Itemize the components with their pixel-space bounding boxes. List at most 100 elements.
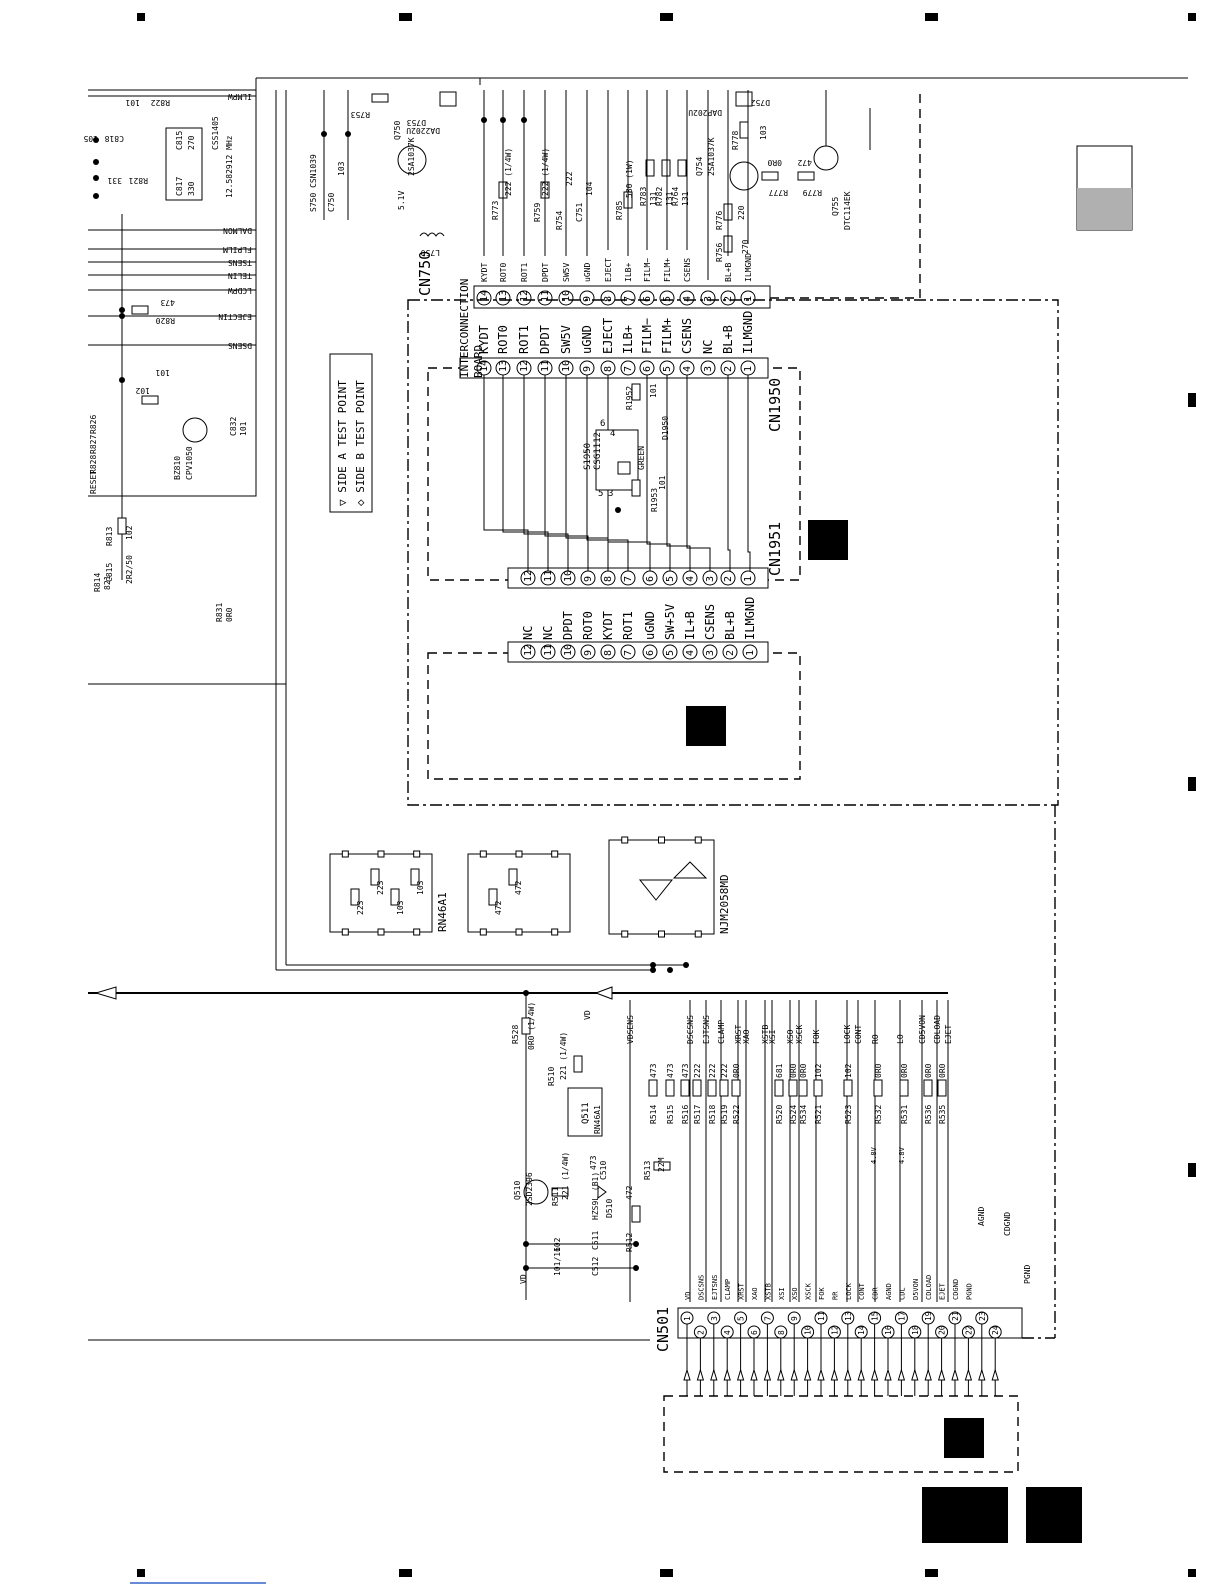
board-trace bbox=[483, 375, 529, 571]
part-value: 131 bbox=[649, 191, 658, 206]
pin-number: 4 bbox=[685, 576, 696, 582]
junction-dot bbox=[345, 131, 351, 137]
part-value: 0R0 bbox=[767, 158, 782, 167]
junction-dot bbox=[683, 962, 689, 968]
left-net-label: TELIN bbox=[228, 271, 252, 280]
bus-resistor-R536 bbox=[923, 1079, 933, 1097]
pin-number: 17 bbox=[897, 1311, 906, 1321]
board-trace bbox=[502, 375, 549, 571]
ic-value: 103 bbox=[396, 900, 405, 915]
part-value: 222 (1/4W) bbox=[504, 148, 513, 196]
left-net-label: LCDPW bbox=[228, 286, 252, 295]
pin-cn1951-1 bbox=[740, 570, 756, 586]
pin-number: 6 bbox=[600, 419, 605, 429]
part-value: 0R0 bbox=[225, 607, 234, 622]
net-label-cn750: EJECT bbox=[604, 258, 613, 282]
pin-cn1950-3 bbox=[700, 360, 716, 376]
part-ref: C815 bbox=[105, 563, 114, 582]
part-value: RN46A1 bbox=[593, 1105, 602, 1134]
part-value: 131 bbox=[665, 191, 674, 206]
net-label-cn750: DPDT bbox=[541, 263, 550, 282]
net-label-cn501: CDL bbox=[898, 1287, 906, 1300]
resistor-ref: R523 bbox=[844, 1105, 853, 1124]
ic-pin bbox=[479, 928, 487, 936]
pin-number: 9 bbox=[582, 296, 593, 302]
bus-arrow bbox=[594, 986, 613, 1000]
part-ref: R778 bbox=[731, 131, 740, 150]
signal-cn1951: ILMGND bbox=[743, 597, 757, 640]
net-label-cn501: XSCK bbox=[805, 1282, 813, 1300]
bus-resistor-R520 bbox=[774, 1079, 784, 1097]
resistor-r528 bbox=[521, 1017, 531, 1035]
part-value: 220 bbox=[737, 205, 746, 220]
resistor bbox=[645, 159, 655, 177]
part-value: 131 bbox=[681, 191, 690, 206]
net-label-cn501: DSCSNS bbox=[697, 1275, 705, 1300]
signal-arrow bbox=[884, 1368, 892, 1381]
switch-s1950 bbox=[595, 429, 639, 491]
legend-side-a: ▽ SIDE A TEST POINT bbox=[336, 380, 349, 506]
pin-number: 3 bbox=[710, 1316, 719, 1321]
pin-cn1951b-11 bbox=[540, 644, 556, 660]
signal-cn1951: IL+B bbox=[683, 611, 697, 640]
signal-arrow bbox=[991, 1368, 999, 1381]
part-ref: C511 bbox=[591, 1231, 600, 1250]
transistor-q755 bbox=[813, 145, 839, 171]
signal-cn1951: DPDT bbox=[561, 611, 575, 640]
registration-marks bbox=[130, 13, 1196, 1584]
signal-arrow bbox=[951, 1368, 959, 1381]
part-value: HZS9L (B1) bbox=[591, 1172, 600, 1220]
part-ref: R753 bbox=[351, 110, 370, 119]
resistor-value: 0R0 bbox=[789, 1063, 798, 1078]
net-label-cn501: RR bbox=[831, 1291, 839, 1300]
resistor-r777 bbox=[761, 171, 779, 181]
resistor-ref: R536 bbox=[924, 1105, 933, 1124]
resistor-ref: R535 bbox=[938, 1105, 947, 1124]
pin-number: 5 bbox=[662, 366, 673, 372]
signal-cn1950: uGND bbox=[580, 325, 594, 354]
pin-number: 23 bbox=[978, 1311, 987, 1321]
resistor-value: 0R0 bbox=[874, 1063, 883, 1078]
pin-number: 5 bbox=[737, 1316, 746, 1321]
junction-dot bbox=[523, 1265, 529, 1271]
part-value: CSS1405 bbox=[211, 116, 220, 150]
part-value: 2R2/50 bbox=[125, 555, 134, 584]
pin-number: 14 bbox=[857, 1325, 866, 1335]
pin-cn750-9 bbox=[579, 290, 595, 306]
pin-number: 10 bbox=[561, 290, 572, 302]
part-ref: R782 bbox=[655, 187, 664, 206]
part-value: 101 bbox=[658, 475, 667, 490]
ic-pin bbox=[515, 928, 523, 936]
pin-number: 22 bbox=[964, 1325, 973, 1335]
pin-cn750-10 bbox=[558, 290, 574, 306]
ground-label: CDGND bbox=[1003, 1212, 1012, 1236]
pin-cn750-14 bbox=[476, 290, 492, 306]
pin-number: 11 bbox=[543, 570, 554, 582]
part-ref: Q510 bbox=[513, 1181, 522, 1200]
ground-label: AGND bbox=[977, 1207, 986, 1226]
net-label-cn750: CSENS bbox=[683, 258, 692, 282]
junction-dot bbox=[93, 159, 99, 165]
pin-cn1951b-2 bbox=[722, 644, 738, 660]
pin-number: 9 bbox=[582, 366, 593, 372]
part-ref: R779 bbox=[803, 188, 822, 197]
reset-label: RESET bbox=[89, 470, 98, 494]
bus-resistor-R517 bbox=[692, 1079, 702, 1097]
pin-number: 9 bbox=[583, 576, 594, 582]
signal-cn1950: ROT0 bbox=[496, 325, 510, 354]
opamp-symbol bbox=[672, 861, 708, 879]
cn1951-ref: CN1951 bbox=[766, 522, 784, 576]
part-ref: R821 bbox=[129, 176, 148, 185]
net-label-cn501: PGND bbox=[965, 1283, 973, 1300]
part-value: 580 (1W) bbox=[625, 159, 634, 198]
pin-cn1951b-1 bbox=[742, 644, 758, 660]
inductor-l750 bbox=[419, 232, 445, 237]
part-ref: R513 bbox=[643, 1161, 652, 1180]
pin-number: 6 bbox=[642, 366, 653, 372]
pin-number: 15 bbox=[871, 1311, 880, 1321]
resistor-r815 bbox=[141, 395, 159, 405]
part-ref: R785 bbox=[615, 201, 624, 220]
pin-cn1951b-8 bbox=[600, 644, 616, 660]
part-value: 101 bbox=[125, 98, 140, 107]
pin-number: 10 bbox=[804, 1325, 813, 1335]
